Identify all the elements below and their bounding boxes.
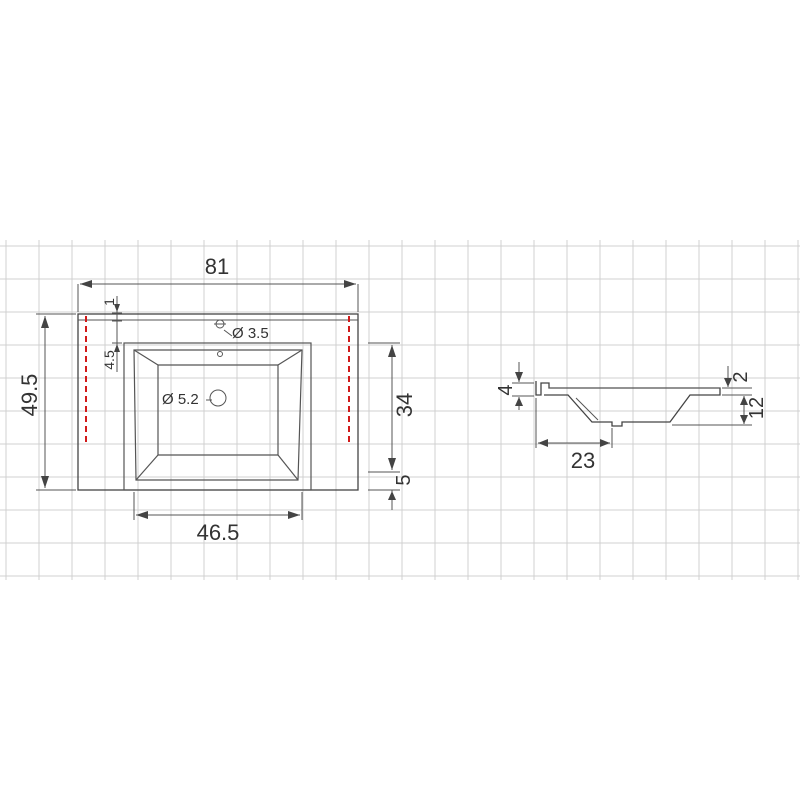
bowl-corner-br [277,454,299,481]
front-offset-label: 5 [393,474,415,485]
rear-rim-label: 1 [101,298,117,306]
dimension-edge-and-bowl: 2 12 [672,366,768,426]
bowl-depth-label: 34 [392,393,417,417]
drain-hole-label: Ø 5.2 [162,391,199,408]
bowl-corner-tl [133,349,159,366]
depth-label: 49.5 [17,374,42,417]
tap-hole-label: Ø 3.5 [232,325,269,342]
bowl-corner-bl [135,454,159,481]
side-view: 4 2 12 23 [495,362,768,473]
bowl-corner-tr [277,349,303,366]
width-label: 81 [205,254,229,279]
dimension-width: 81 [77,254,359,312]
bowl-outer [123,342,312,491]
bowl-rim [133,349,303,481]
dimension-depth: 49.5 [17,313,76,491]
dimension-bowl-length: 23 [535,398,613,473]
background-grid [0,240,800,580]
top-view: 81 49.5 1 4.5 [17,254,417,545]
edge-thickness-label: 2 [730,371,752,382]
bowl-width-label: 46.5 [197,520,240,545]
tap-hole-leader [223,329,233,337]
dimension-rim-height: 4 [495,362,534,410]
countertop-outline [77,313,359,491]
bowl-basin [157,364,279,456]
rim-height-label: 4 [495,384,517,395]
bowl-length-label: 23 [571,448,595,473]
overflow-hole [217,351,223,357]
back-to-bowl-label: 4.5 [101,350,117,370]
sink-profile [535,381,721,427]
profile-inner [575,397,599,421]
dimension-rear-rim: 1 4.5 [101,296,122,372]
dimension-bowl-width: 46.5 [133,492,303,545]
dimension-bowl-depth: 34 5 [368,342,417,510]
drain-hole [209,389,227,407]
bowl-height-label: 12 [746,397,768,419]
